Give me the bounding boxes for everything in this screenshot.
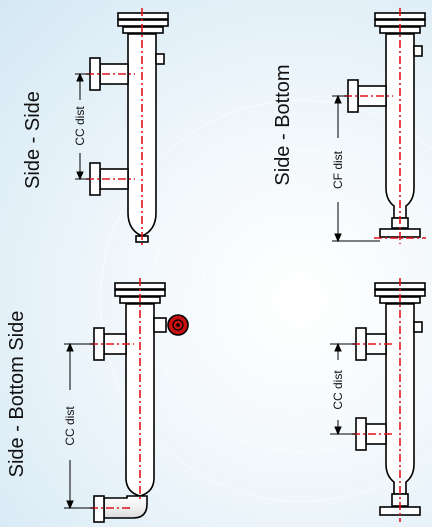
centerlines-4 — [352, 278, 401, 522]
top-flange — [117, 12, 169, 20]
diagram-title-2: Side - Bottom — [272, 64, 294, 186]
centerlines-side-bottom — [344, 8, 426, 244]
centerlines-side-side — [86, 8, 143, 245]
dimension-side-side — [75, 72, 90, 181]
dimension-label-2: CF dist — [331, 151, 345, 190]
chamber-side-bottom-side — [93, 282, 167, 523]
dimension-label-3: CC dist — [63, 406, 77, 446]
dimension-label-1: CC dist — [73, 106, 87, 146]
chamber-side-side-bottom — [355, 282, 426, 516]
chamber-side-bottom — [347, 12, 426, 238]
chamber-side-side — [89, 12, 169, 243]
bottom-side-elbow — [103, 495, 148, 519]
dimension-side-bottom — [332, 94, 380, 243]
level-gauge-valve — [167, 314, 189, 336]
diagram-title-3: Side - Bottom Side — [6, 310, 28, 478]
dimension-side-bottom-side — [64, 342, 94, 510]
dimension-4 — [330, 342, 356, 436]
centerlines-side-bottom-side — [90, 278, 141, 509]
diagram-title-1: Side - Side — [22, 91, 44, 189]
dimension-label-4: CC dist — [331, 370, 345, 410]
